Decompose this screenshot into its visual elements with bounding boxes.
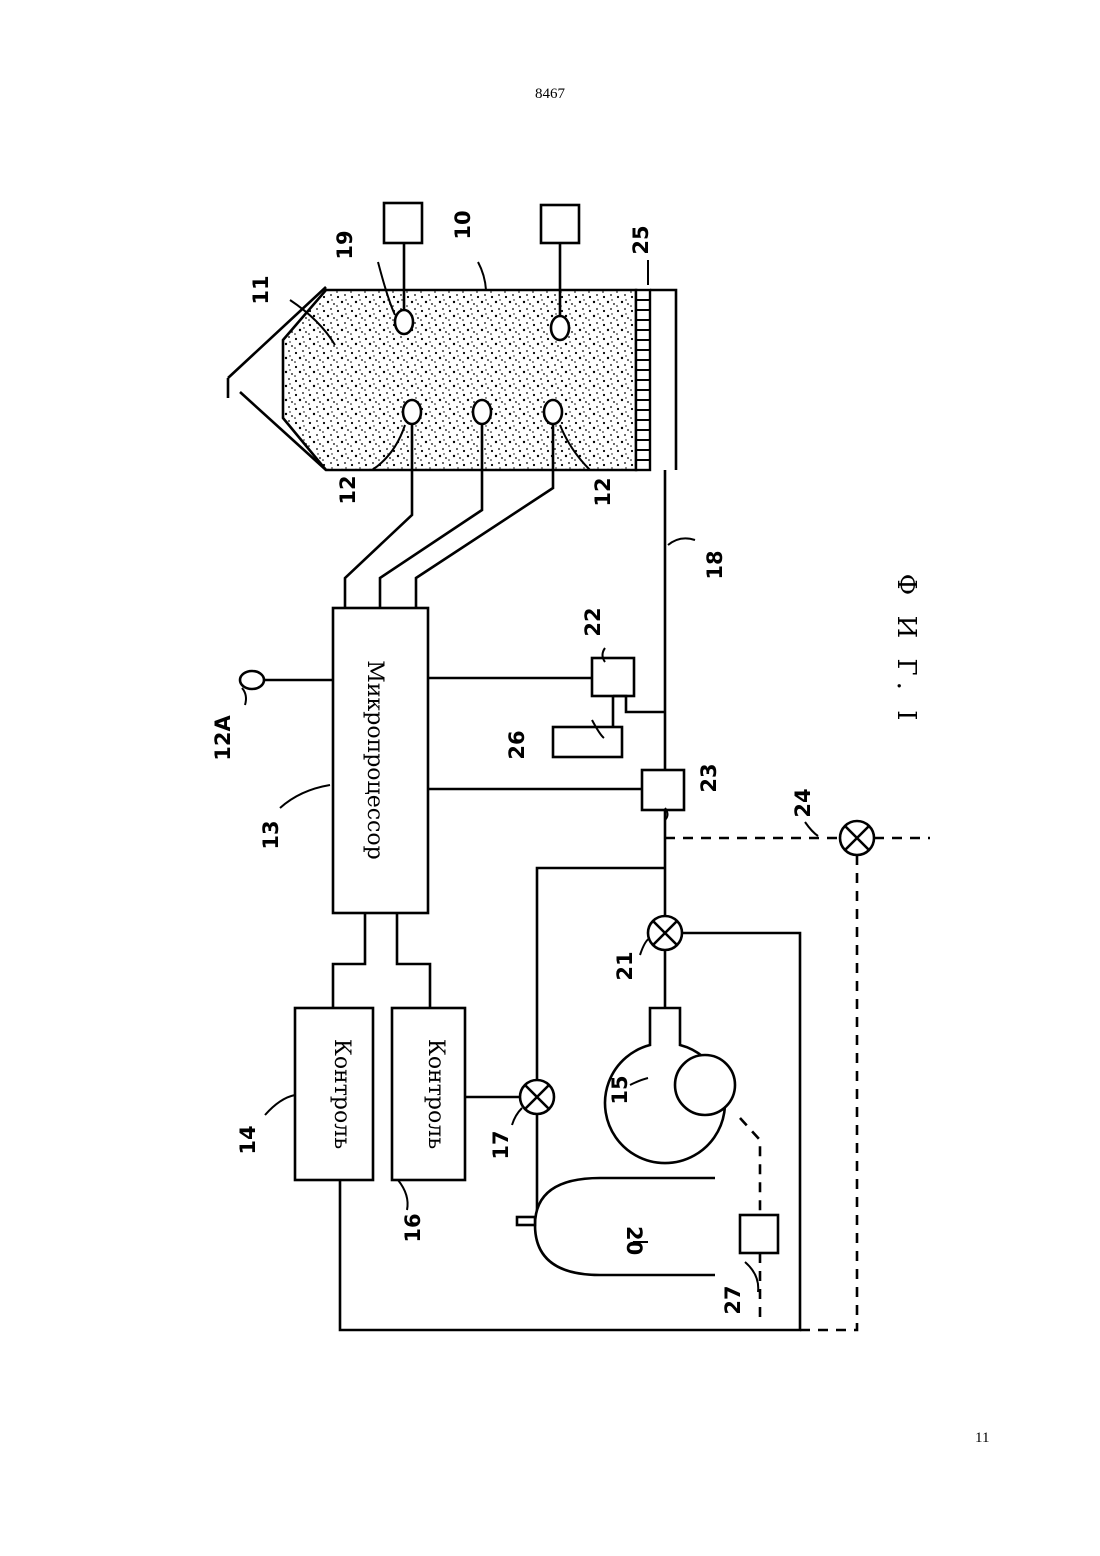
ref-26: 26 [505, 730, 529, 759]
sensor-display-box [541, 205, 579, 243]
unit-27 [740, 1215, 778, 1253]
control-14-label: Контроль [329, 1039, 354, 1149]
ref-21: 21 [613, 951, 637, 980]
ref-13: 13 [259, 820, 283, 849]
grain-bin [228, 287, 676, 470]
sensor-display-box [384, 203, 422, 243]
ref-12-right: 12 [591, 477, 615, 506]
ref-11: 11 [249, 275, 273, 304]
microprocessor-label: Микропроцессор [362, 660, 387, 859]
gas-tank-20 [517, 1178, 715, 1275]
ref-17: 17 [489, 1130, 513, 1159]
ref-12A: 12A [211, 715, 235, 761]
ref-10: 10 [451, 210, 475, 239]
figure-caption: Ф И Г. I [891, 574, 921, 727]
valve-21 [648, 916, 682, 950]
ref-27: 27 [721, 1285, 745, 1314]
unit-26 [553, 727, 622, 757]
ref-16: 16 [401, 1213, 425, 1242]
ref-24: 24 [791, 788, 815, 817]
ref-19: 19 [333, 230, 357, 259]
ref-25: 25 [629, 225, 653, 254]
perforated-floor [636, 290, 650, 470]
unit-22 [592, 658, 634, 696]
control-16-label: Контроль [423, 1039, 448, 1149]
ambient-sensor-12A [240, 671, 333, 689]
ref-22: 22 [581, 607, 605, 636]
ref-18: 18 [703, 550, 727, 579]
ref-12-left: 12 [336, 475, 360, 504]
valve-24 [840, 821, 874, 855]
ref-23: 23 [697, 763, 721, 792]
ref-15: 15 [608, 1075, 632, 1104]
valve-17 [520, 1080, 554, 1114]
unit-23 [642, 770, 684, 810]
ref-14: 14 [236, 1125, 260, 1154]
tank-label: 20 [622, 1226, 646, 1255]
